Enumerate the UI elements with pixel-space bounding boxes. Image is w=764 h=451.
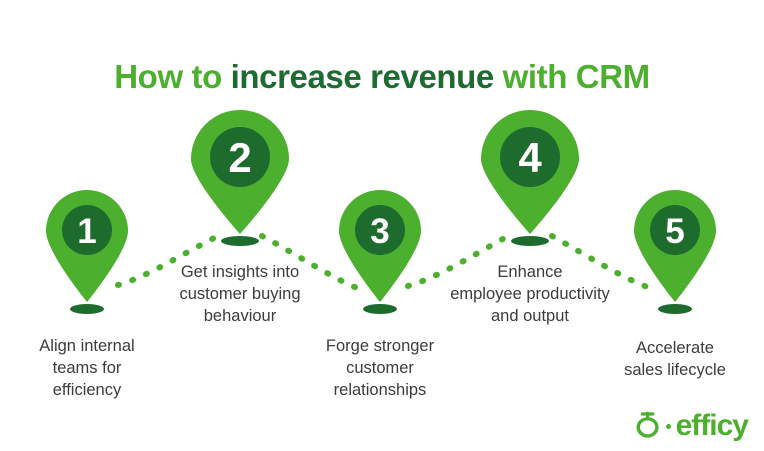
step-caption-2: Get insights into customer buying behavi… [179, 263, 301, 325]
page-title: How to increase revenue with CRM [0, 58, 764, 96]
map-pin-icon [481, 110, 579, 234]
logo-wordmark: efficy [675, 409, 749, 442]
page-title-part-2: increase revenue [230, 58, 495, 96]
map-pin-5[interactable]: 5 [634, 190, 716, 302]
pin-shadow-1 [70, 304, 104, 314]
pin-shadow-4 [511, 236, 549, 246]
pin-shadow-3 [363, 304, 397, 314]
logo-separator-dot [665, 423, 671, 429]
step-caption-4: Enhance employee productivity and output [450, 263, 610, 325]
step-caption-5: Accelerate sales lifecycle [624, 339, 726, 379]
map-pin-icon [339, 190, 421, 302]
efficy-logo[interactable]: efficy [634, 409, 749, 442]
map-pin-2[interactable]: 2 [191, 110, 289, 234]
map-pin-icon [46, 190, 128, 302]
map-pin-icon [191, 110, 289, 234]
page-title-part-1: How to [114, 58, 231, 96]
map-pin-4[interactable]: 4 [481, 110, 579, 234]
map-pin-1[interactable]: 1 [46, 190, 128, 302]
map-pin-3[interactable]: 3 [339, 190, 421, 302]
efficy-balloon-icon [636, 411, 659, 438]
step-caption-1: Align internal teams for efficiency [39, 337, 135, 399]
step-caption-3: Forge stronger customer relationships [325, 337, 435, 399]
pin-shadow-5 [658, 304, 692, 314]
map-pin-icon [634, 190, 716, 302]
pin-shadow-2 [221, 236, 259, 246]
page-title-part-3: with CRM [493, 58, 651, 96]
